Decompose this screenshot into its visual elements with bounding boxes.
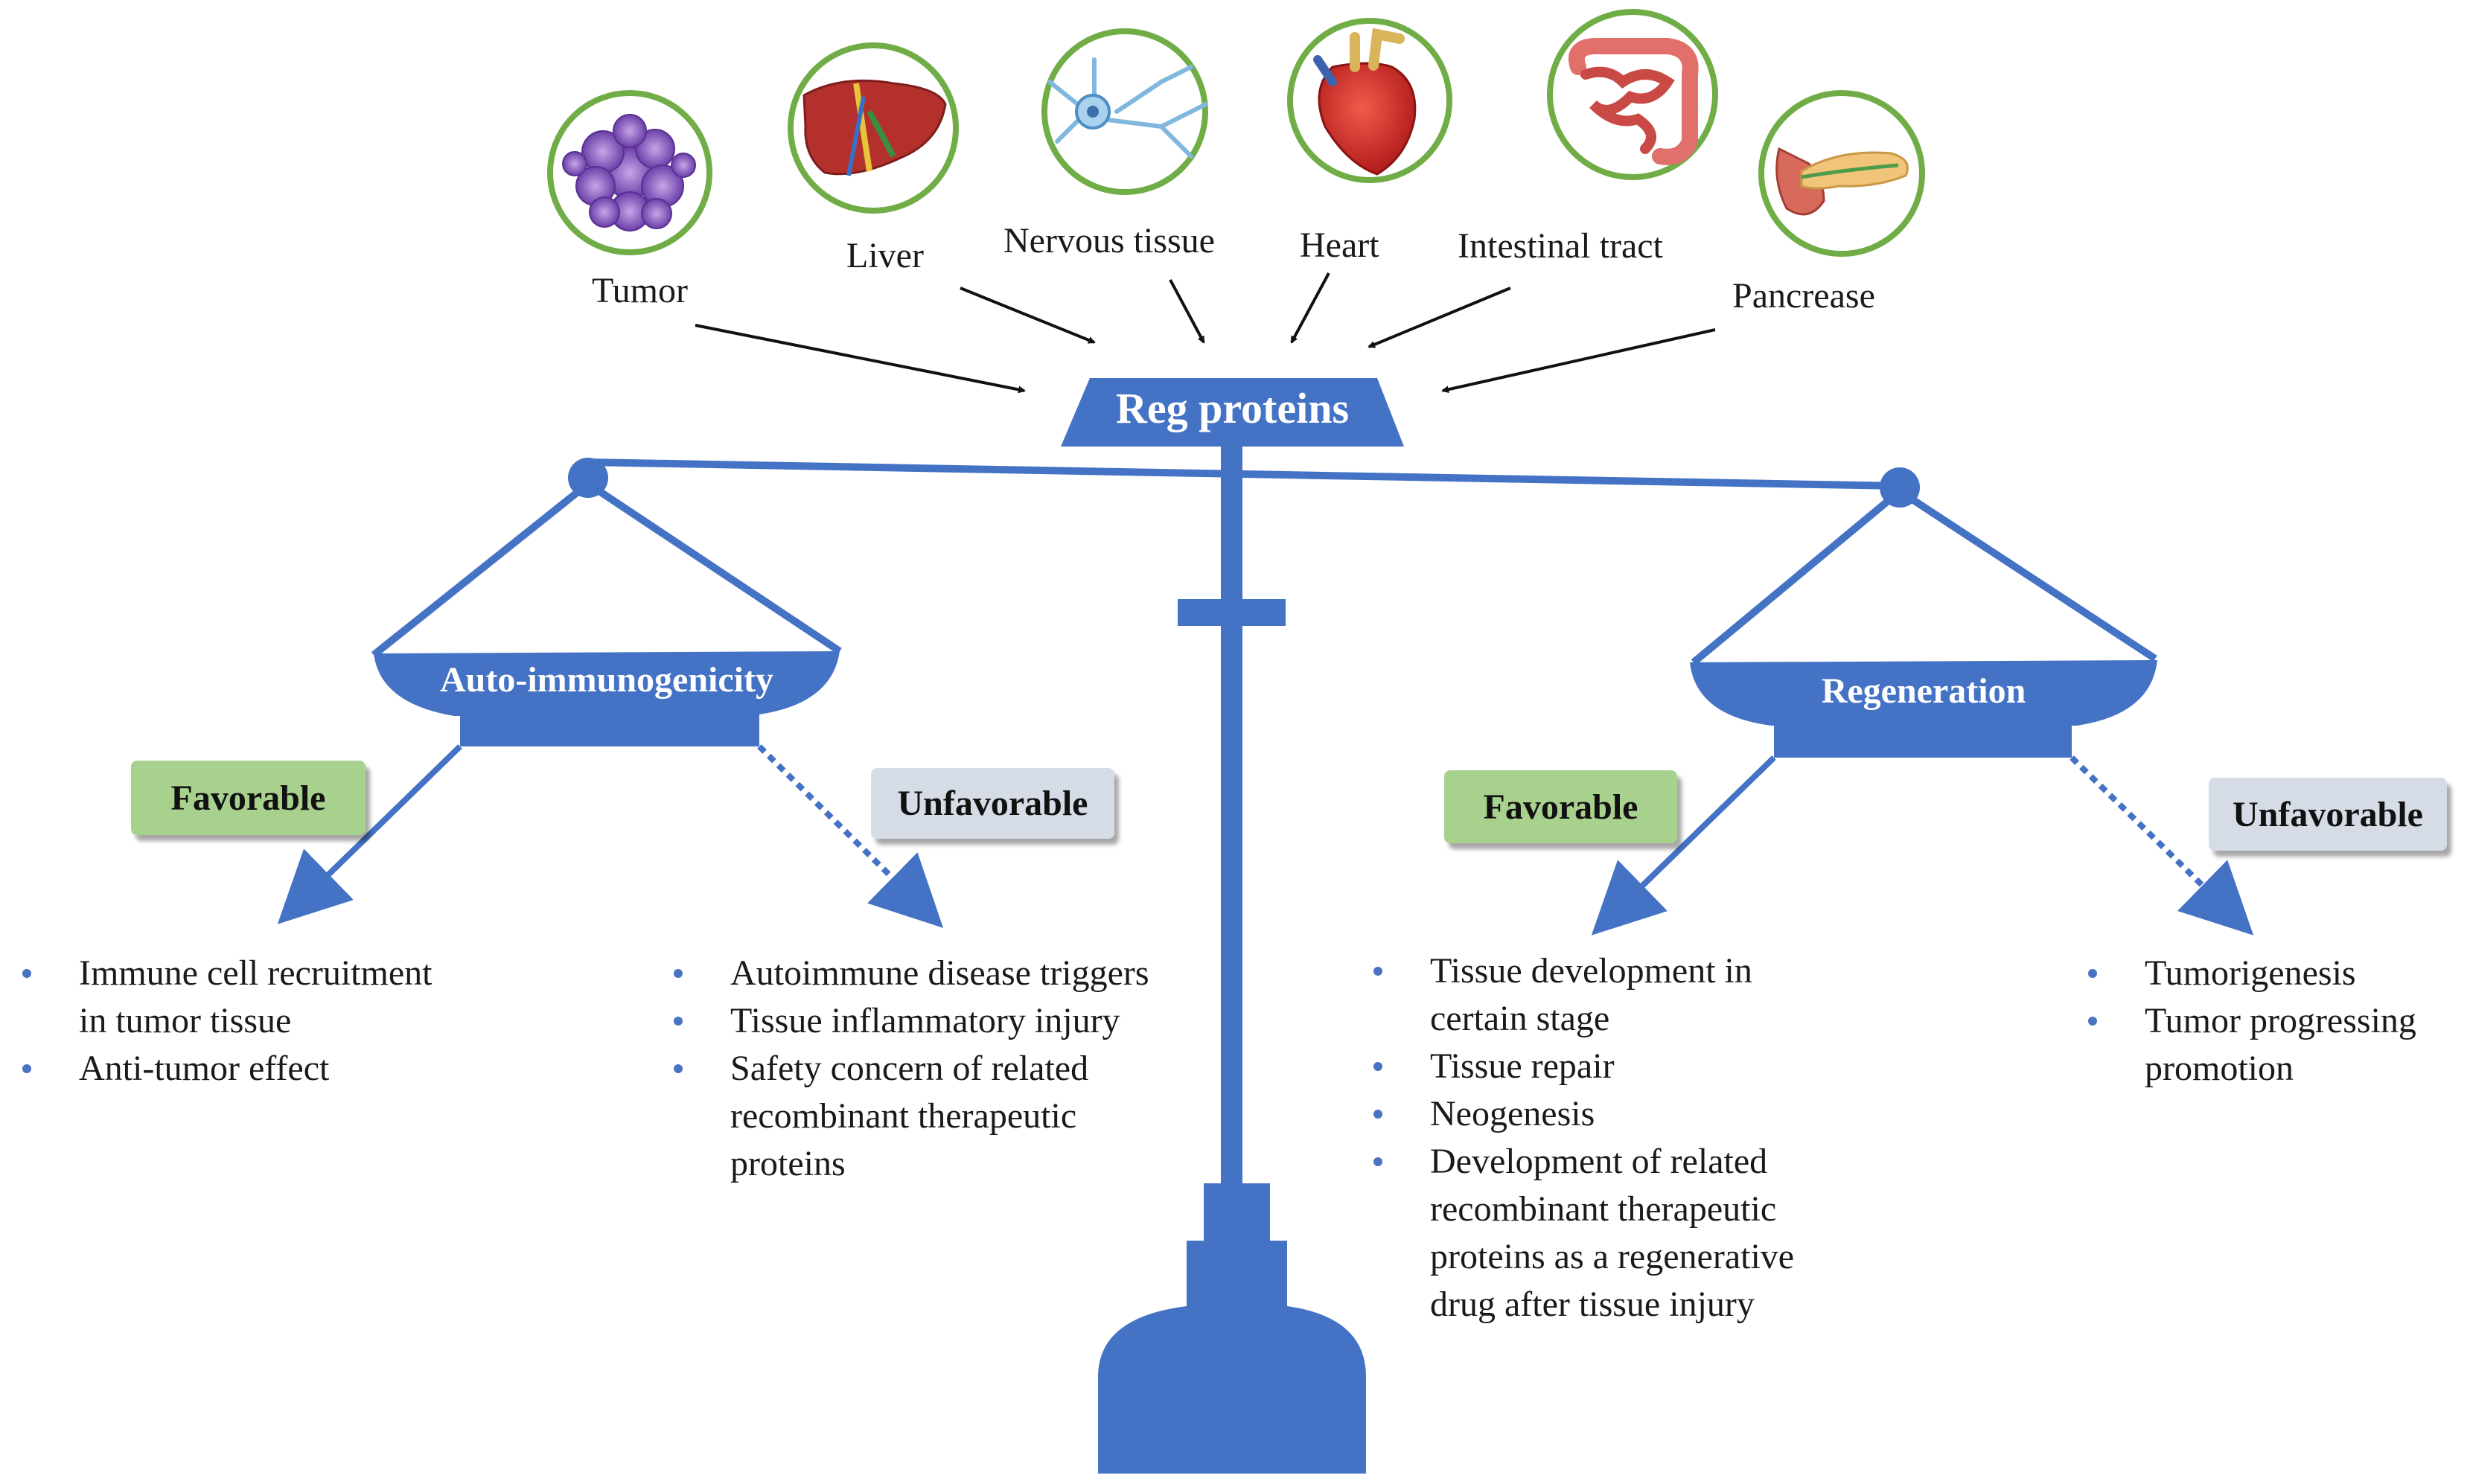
bullet-item: Autoimmune disease triggers	[674, 950, 1269, 997]
balance-scale	[371, 378, 2157, 1474]
bullet-item: Tumorigenesis	[2088, 950, 2460, 997]
bullet-dot	[1373, 1062, 1382, 1071]
tumor-icon	[547, 90, 712, 255]
organ-label-liver: Liver	[846, 236, 924, 275]
bullet-text-line: Tissue repair	[1430, 1046, 1615, 1086]
organ-arrows	[695, 272, 1716, 394]
bullet-text-line: promotion	[2145, 1049, 2294, 1088]
bullet-item: Anti-tumor effect	[22, 1045, 543, 1093]
scale-crossbar	[1178, 599, 1286, 626]
bullet-dot	[1373, 1157, 1382, 1166]
intestine-icon	[1547, 9, 1718, 180]
bullet-text-line: Tumor progressing	[2145, 1001, 2416, 1040]
center-title: Reg proteins	[1115, 384, 1350, 432]
bullet-item: Tissue development in certain stage	[1373, 947, 1895, 1043]
arrow-pancreas	[1441, 328, 1716, 394]
bullet-item: Tissue repair	[1373, 1043, 1895, 1090]
right-favorable-tag: Favorable	[1444, 770, 1677, 843]
liver-icon	[788, 42, 959, 214]
arrow-intestine	[1368, 287, 1511, 348]
bullet-dot	[1373, 967, 1382, 976]
arrow-tumor	[695, 324, 1026, 394]
bullet-text-line: proteins	[730, 1144, 846, 1183]
bullet-dot	[674, 1064, 683, 1073]
scale-base-mid	[1187, 1241, 1287, 1308]
arrow-heart	[1290, 272, 1330, 344]
bullet-text-line: Anti-tumor effect	[79, 1049, 330, 1088]
bullet-text-line: Autoimmune disease triggers	[730, 953, 1149, 993]
right-pan	[1690, 660, 2157, 726]
bullet-item: Safety concern of related recombinant the…	[674, 1045, 1269, 1188]
bullet-text-line: Immune cell recruitment	[79, 953, 433, 993]
organ-label-heart: Heart	[1300, 226, 1379, 265]
bullet-text-line: Tissue inflammatory injury	[730, 1001, 1120, 1040]
pancreas-icon	[1758, 90, 1925, 257]
left-pan-base	[460, 711, 759, 746]
bullet-item: Tissue inflammatory injury	[674, 997, 1269, 1045]
bullet-item: Immune cell recruitment in tumor tissue	[22, 950, 543, 1045]
bullet-dot	[674, 969, 683, 978]
organ-label-tumor: Tumor	[592, 271, 688, 310]
bullet-text-line: Neogenesis	[1430, 1094, 1595, 1133]
bullet-text-line: certain stage	[1430, 999, 1610, 1038]
left-pan-title: Auto-immunogenicity	[440, 660, 773, 700]
bullet-text-line: recombinant therapeutic	[730, 1096, 1077, 1136]
arrow-liver	[960, 287, 1096, 344]
bullet-item: Tumor progressing promotion	[2088, 997, 2460, 1093]
bullet-item: Neogenesis	[1373, 1090, 1895, 1138]
center-label-box	[1061, 378, 1404, 447]
right-unfavorable-tag: Unfavorable	[2209, 778, 2447, 851]
bullet-dot	[2088, 1017, 2097, 1026]
bullet-text-line: Safety concern of related	[730, 1049, 1089, 1088]
bullet-dot	[2088, 969, 2097, 978]
bullet-text-line: Tumorigenesis	[2145, 953, 2356, 993]
heart-icon	[1287, 18, 1452, 183]
bullet-text-line: proteins as a regenerative	[1430, 1237, 1795, 1276]
scale-beam	[587, 458, 1901, 490]
outcome-arrows	[277, 744, 2254, 936]
bullet-dot	[1373, 1110, 1382, 1119]
left-pan	[374, 651, 840, 716]
neuron-icon	[1041, 28, 1208, 195]
organ-label-nervous: Nervous tissue	[1003, 221, 1215, 260]
bullet-item: Development of related recombinant therap…	[1373, 1138, 1895, 1328]
bullet-text-line: drug after tissue injury	[1430, 1285, 1755, 1324]
scale-pole	[1221, 447, 1242, 1191]
bullet-text-line: Development of related	[1430, 1142, 1768, 1181]
bullet-text-line: in tumor tissue	[79, 1001, 292, 1040]
bullet-dot	[22, 1064, 31, 1073]
organ-label-intestine: Intestinal tract	[1458, 226, 1663, 266]
bullet-text-line: recombinant therapeutic	[1430, 1189, 1777, 1229]
bullet-dot	[22, 969, 31, 978]
bullet-dot	[674, 1017, 683, 1026]
right-pan-base	[1774, 722, 2072, 758]
left-favorable-arrow	[277, 744, 462, 924]
right-favorable-arrow	[1591, 755, 1776, 936]
bullet-text-line: Tissue development in	[1430, 951, 1752, 991]
organ-label-pancreas: Pancrease	[1732, 276, 1875, 316]
arrow-nervous	[1169, 279, 1205, 344]
scale-base-neck	[1204, 1183, 1270, 1243]
right-pan-title: Regeneration	[1821, 671, 2026, 711]
left-unfavorable-tag: Unfavorable	[871, 768, 1114, 839]
left-favorable-tag: Favorable	[131, 761, 366, 835]
scale-base-bottom	[1098, 1306, 1366, 1474]
